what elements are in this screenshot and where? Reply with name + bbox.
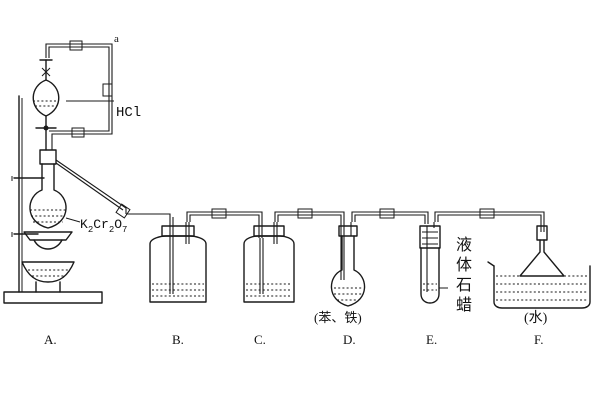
label-hcl: HCl bbox=[116, 105, 141, 121]
generator-flask bbox=[29, 149, 67, 229]
caption-c: C. bbox=[254, 332, 266, 347]
tube-d-e bbox=[351, 211, 429, 224]
beaker-f bbox=[493, 265, 591, 309]
apparatus-a: a HCl bbox=[3, 33, 141, 304]
label-flask-d-contents: (苯、铁) bbox=[314, 310, 362, 325]
label-tube-e-char-3: 石 bbox=[456, 277, 472, 294]
wash-bottle-c bbox=[243, 222, 295, 303]
caption-d: D. bbox=[343, 332, 356, 347]
wash-bottle-b bbox=[126, 213, 207, 303]
tube-e-f bbox=[434, 211, 545, 232]
balance-tube bbox=[45, 43, 113, 150]
label-point-a: a bbox=[114, 33, 119, 45]
bottle-b-stopper bbox=[161, 225, 195, 237]
label-k2cr2o7: K2Cr2O7 bbox=[65, 217, 127, 235]
flask-stopper bbox=[39, 149, 57, 165]
label-beaker-f-contents: (水) bbox=[524, 310, 548, 326]
tube-c-d bbox=[274, 211, 345, 280]
reaction-flask-d: (苯、铁) bbox=[314, 222, 366, 325]
caption-e: E. bbox=[426, 332, 437, 347]
alcohol-lamp bbox=[21, 261, 75, 283]
caption-f: F. bbox=[534, 332, 543, 347]
test-tube-e: 液 体 石 蜡 bbox=[419, 222, 472, 314]
caption-a: A. bbox=[44, 332, 57, 347]
flask-d-stopper bbox=[338, 225, 358, 237]
svg-text:K2Cr2O7: K2Cr2O7 bbox=[80, 217, 127, 235]
inverted-funnel bbox=[519, 239, 565, 277]
stand-base bbox=[3, 291, 103, 304]
test-tube-e-stopper bbox=[419, 225, 441, 249]
caption-b: B. bbox=[172, 332, 184, 347]
bottle-c-stopper bbox=[253, 225, 285, 237]
separatory-funnel bbox=[32, 59, 60, 151]
tube-b-c bbox=[186, 211, 263, 238]
label-tube-e-char-1: 液 bbox=[456, 236, 472, 254]
absorption-beaker-f: (水) bbox=[487, 225, 591, 326]
label-tube-e-char-4: 蜡 bbox=[456, 296, 472, 314]
label-tube-e-char-2: 体 bbox=[456, 256, 472, 274]
delivery-tube-a-b bbox=[55, 159, 127, 214]
heating-assembly bbox=[21, 231, 75, 293]
